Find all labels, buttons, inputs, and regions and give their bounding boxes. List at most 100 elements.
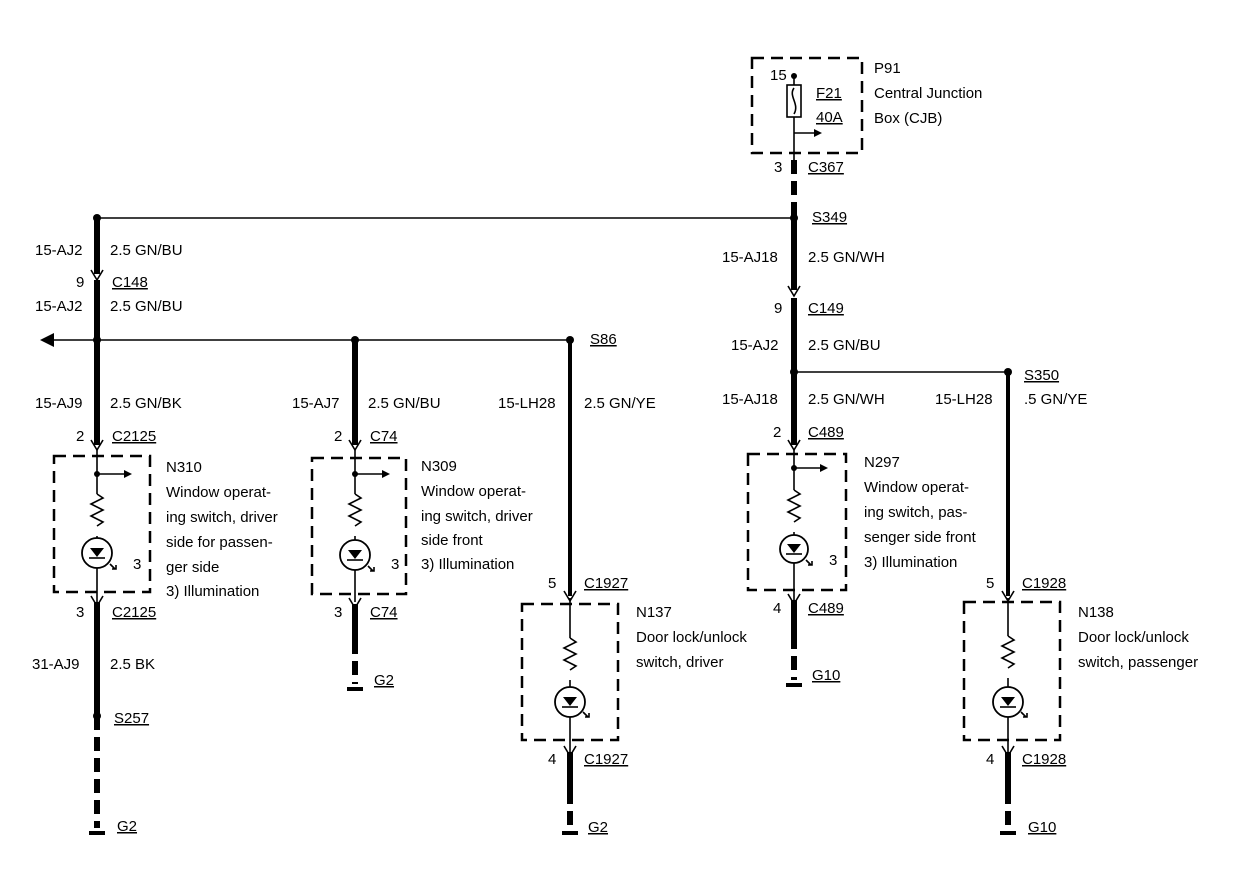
n138-ref: N138 <box>1078 604 1114 621</box>
n138-box <box>962 600 1062 742</box>
cjb-ref: P91 <box>874 60 901 77</box>
c149-label: C149 <box>808 300 844 317</box>
c489-label-b: C489 <box>808 600 844 617</box>
arrow-right-icon <box>382 470 390 478</box>
wire-spec: 2.5 GN/BU <box>110 298 183 315</box>
arrow-left-icon <box>40 333 54 347</box>
c2125-pin-b: 3 <box>76 604 84 621</box>
ground-g2: G2 <box>117 818 137 835</box>
n297-desc-2: ing switch, pas- <box>864 504 967 521</box>
resistor-icon <box>347 493 363 527</box>
n310-desc-4: ger side <box>166 559 219 576</box>
c148-pin: 9 <box>76 274 84 291</box>
n297-pin: 3 <box>829 552 837 569</box>
wire-spec: 2.5 BK <box>110 656 155 673</box>
resistor-icon <box>562 637 578 671</box>
wire-code: 15-LH28 <box>498 395 556 412</box>
fuse-pin: 15 <box>770 67 787 84</box>
cjb-name-2: Box (CJB) <box>874 110 942 127</box>
c489-pin-a: 2 <box>773 424 781 441</box>
ground-g10: G10 <box>1028 819 1056 836</box>
n138-desc-1: Door lock/unlock <box>1078 629 1189 646</box>
ground-g2: G2 <box>374 672 394 689</box>
c1927-pin-a: 5 <box>548 575 556 592</box>
cjb-box <box>750 56 864 155</box>
splice-s349: S349 <box>812 209 847 226</box>
n297-desc-3: senger side front <box>864 529 977 546</box>
fuse-id: F21 <box>816 85 842 102</box>
n310-desc-1: Window operat- <box>166 484 271 501</box>
n297-ref: N297 <box>864 454 900 471</box>
wire-code: 15-AJ7 <box>292 395 340 412</box>
n297-desc-4: 3) Illumination <box>864 554 957 571</box>
n297-desc-1: Window operat- <box>864 479 969 496</box>
ground-g2: G2 <box>588 819 608 836</box>
wire-spec: 2.5 GN/BU <box>110 242 183 259</box>
wire-spec: 2.5 GN/WH <box>808 249 885 266</box>
n138-desc-2: switch, passenger <box>1078 654 1198 671</box>
n310-pin: 3 <box>133 556 141 573</box>
fuse-element-icon <box>791 87 797 115</box>
n310-desc-5: 3) Illumination <box>166 583 259 600</box>
n309-pin: 3 <box>391 556 399 573</box>
resistor-icon <box>89 493 105 527</box>
n309-desc-3: side front <box>421 532 484 549</box>
splice-s350: S350 <box>1024 367 1059 384</box>
c74-label-a: C74 <box>370 428 398 445</box>
c74-label-b: C74 <box>370 604 398 621</box>
cjb-name-1: Central Junction <box>874 85 982 102</box>
n137-ref: N137 <box>636 604 672 621</box>
c1927-pin-b: 4 <box>548 751 556 768</box>
n297-box <box>746 452 848 592</box>
n310-box <box>52 454 152 594</box>
c367-label: C367 <box>808 159 844 176</box>
n309-desc-2: ing switch, driver <box>421 508 533 525</box>
wire-code: 15-AJ2 <box>35 242 83 259</box>
n309-desc-4: 3) Illumination <box>421 556 514 573</box>
wire-spec: 2.5 GN/YE <box>584 395 656 412</box>
resistor-icon <box>1000 635 1016 669</box>
n309-box <box>310 456 408 596</box>
c1928-pin-a: 5 <box>986 575 994 592</box>
wire-spec: 2.5 GN/WH <box>808 391 885 408</box>
c489-pin-b: 4 <box>773 600 781 617</box>
c149-pin: 9 <box>774 300 782 317</box>
c2125-label-a: C2125 <box>112 428 156 445</box>
resistor-icon <box>786 489 802 523</box>
ground-g10: G10 <box>812 667 840 684</box>
arrow-right-icon <box>124 470 132 478</box>
wire-code: 31-AJ9 <box>32 656 80 673</box>
n310-desc-3: side for passen- <box>166 534 273 551</box>
arrow-right-icon <box>820 464 828 472</box>
n137-desc-2: switch, driver <box>636 654 724 671</box>
c1928-label-a: C1928 <box>1022 575 1066 592</box>
wire-code: 15-AJ18 <box>722 391 778 408</box>
n309-desc-1: Window operat- <box>421 483 526 500</box>
wire-code: 15-AJ9 <box>35 395 83 412</box>
wire-code: 15-LH28 <box>935 391 993 408</box>
c367-pin: 3 <box>774 159 782 176</box>
c489-label-a: C489 <box>808 424 844 441</box>
wire-code: 15-AJ2 <box>731 337 779 354</box>
wire-spec: 2.5 GN/BK <box>110 395 182 412</box>
n310-ref: N310 <box>166 459 202 476</box>
c1927-label-a: C1927 <box>584 575 628 592</box>
c74-pin-a: 2 <box>334 428 342 445</box>
wire-code: 15-AJ18 <box>722 249 778 266</box>
fuse-rating: 40A <box>816 109 843 126</box>
wire-spec: .5 GN/YE <box>1024 391 1087 408</box>
splice-s86: S86 <box>590 331 617 348</box>
n310-desc-2: ing switch, driver <box>166 509 278 526</box>
c74-pin-b: 3 <box>334 604 342 621</box>
n309-ref: N309 <box>421 458 457 475</box>
wire-spec: 2.5 GN/BU <box>368 395 441 412</box>
n137-desc-1: Door lock/unlock <box>636 629 747 646</box>
c2125-label-b: C2125 <box>112 604 156 621</box>
splice-s257: S257 <box>114 710 149 727</box>
wire-code: 15-AJ2 <box>35 298 83 315</box>
c1928-pin-b: 4 <box>986 751 994 768</box>
wire-spec: 2.5 GN/BU <box>808 337 881 354</box>
arrow-right-icon <box>814 129 822 137</box>
connector-arrow-icon <box>787 285 801 298</box>
